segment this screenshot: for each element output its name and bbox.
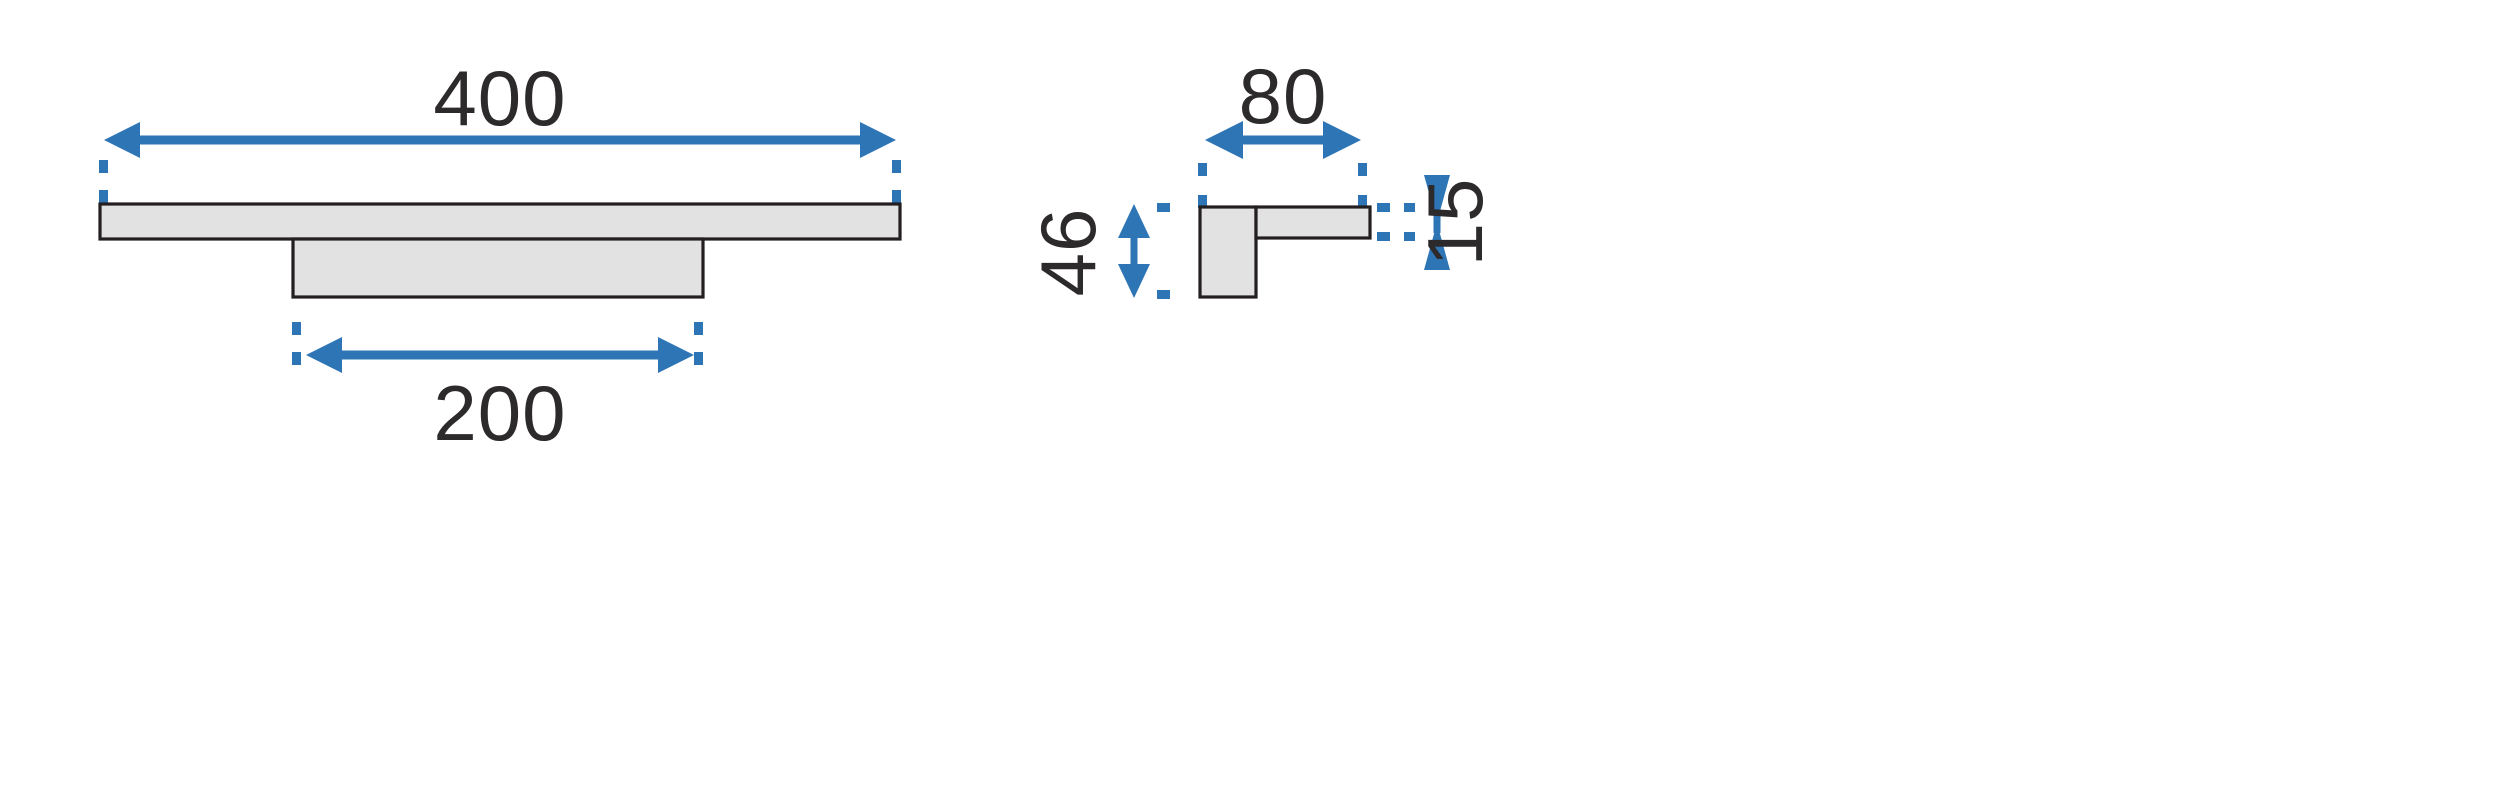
extension-tick-15-bottom-inner <box>1377 232 1390 241</box>
side-horizontal-arm <box>1254 205 1372 240</box>
extension-tick-15-bottom-outer <box>1404 232 1415 241</box>
extension-tick-80-right-upper <box>1358 163 1367 176</box>
arrow-head-400-right <box>860 122 896 158</box>
extension-tick-200-right-upper <box>694 322 703 335</box>
front-lower-block <box>291 237 705 299</box>
arrow-head-400-left <box>104 122 140 158</box>
extension-tick-200-left-lower <box>292 352 301 365</box>
arrow-head-46-top <box>1118 204 1150 238</box>
extension-tick-400-right-lower <box>892 190 901 203</box>
extension-tick-400-left-lower <box>99 190 108 203</box>
dimension-15: 15 <box>1377 175 1499 270</box>
extension-tick-46-top <box>1157 203 1170 212</box>
extension-tick-15-top-outer <box>1404 203 1415 212</box>
side-view-part <box>1198 205 1372 299</box>
arrow-head-80-left <box>1205 121 1243 159</box>
front-top-bar <box>98 202 902 241</box>
arrow-head-15-bottom <box>1424 223 1450 270</box>
extension-tick-200-right-lower <box>694 352 703 365</box>
dimension-200: 200 <box>292 322 703 457</box>
arrow-head-80-right <box>1323 121 1361 159</box>
extension-tick-80-left-upper <box>1198 163 1207 176</box>
arrow-head-46-bottom <box>1118 264 1150 298</box>
dimension-label-200: 200 <box>433 369 566 457</box>
arrow-head-200-right <box>658 337 694 373</box>
extension-tick-400-left-upper <box>99 160 108 173</box>
dimension-label-15: 15 <box>1411 178 1499 267</box>
extension-tick-400-right-upper <box>892 160 901 173</box>
arrow-head-200-left <box>306 337 342 373</box>
front-view-part <box>98 202 902 299</box>
side-vertical-leg <box>1198 205 1258 299</box>
dimension-46: 46 <box>1024 203 1170 299</box>
side-view: 80 46 <box>1024 52 1499 299</box>
extension-tick-80-left-lower <box>1198 195 1207 208</box>
extension-tick-200-left-upper <box>292 322 301 335</box>
extension-tick-15-top-inner <box>1377 203 1390 212</box>
arrow-head-15-top <box>1424 175 1450 222</box>
dimension-400: 400 <box>99 54 901 203</box>
dimension-label-46: 46 <box>1024 208 1112 297</box>
dimension-label-80: 80 <box>1239 52 1328 140</box>
extension-tick-80-right-lower <box>1358 195 1367 208</box>
dimension-80: 80 <box>1198 52 1367 208</box>
front-view: 400 200 <box>98 54 902 457</box>
dimension-label-400: 400 <box>433 54 566 142</box>
extension-tick-46-bottom <box>1157 290 1170 299</box>
